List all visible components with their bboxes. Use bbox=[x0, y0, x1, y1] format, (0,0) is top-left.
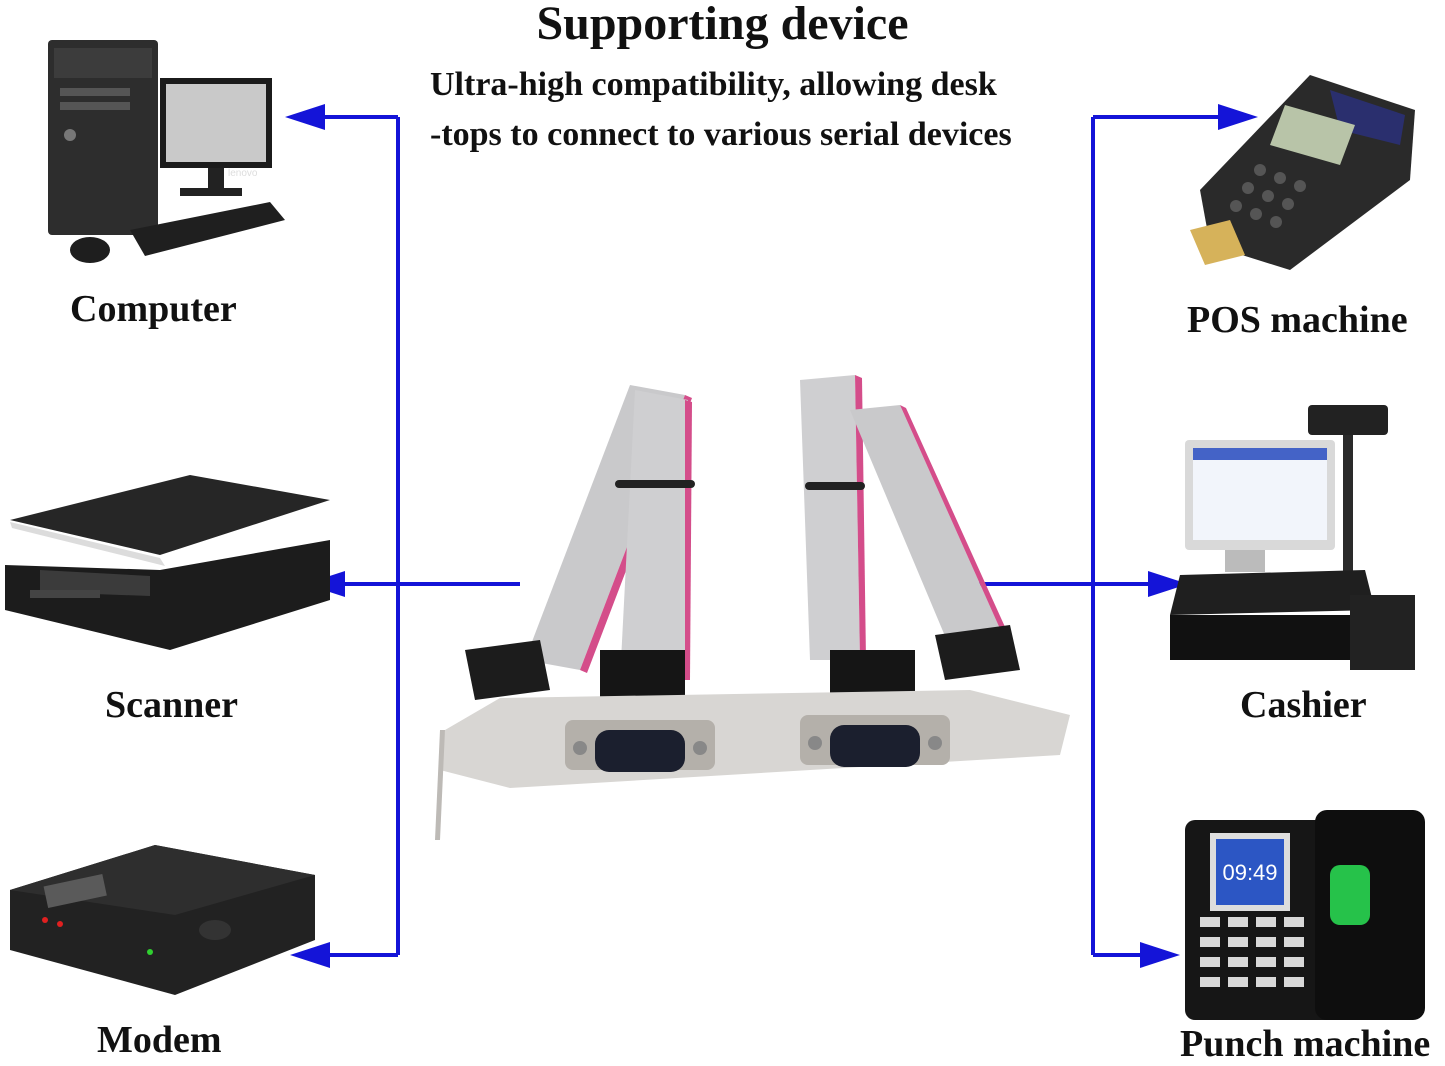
diagram-title: Supporting device bbox=[536, 0, 909, 50]
arrowhead-computer bbox=[285, 104, 325, 130]
pos-machine-icon bbox=[1190, 75, 1415, 270]
arrowhead-pos bbox=[1218, 104, 1258, 130]
modem-icon bbox=[10, 845, 315, 995]
computer-label: Computer bbox=[70, 288, 237, 330]
punch-machine-label: Punch machine bbox=[1180, 1023, 1431, 1065]
db9-port-left bbox=[565, 720, 715, 772]
ribbon-cable-right bbox=[800, 375, 1020, 680]
arrowhead-modem bbox=[290, 942, 330, 968]
pos-machine-label: POS machine bbox=[1187, 299, 1408, 341]
computer-icon: lenovo bbox=[48, 40, 285, 263]
ribbon-cable-left bbox=[465, 385, 695, 700]
scanner-label: Scanner bbox=[105, 684, 238, 726]
db9-port-right bbox=[800, 715, 950, 767]
arrowhead-punch bbox=[1140, 942, 1180, 968]
cashier-icon bbox=[1170, 405, 1415, 670]
computer-brand-label: lenovo bbox=[228, 168, 258, 179]
subtitle-line-2: -tops to connect to various serial devic… bbox=[430, 116, 1012, 153]
punch-machine-icon: 09:49 bbox=[1185, 810, 1425, 1020]
subtitle-line-1: Ultra-high compatibility, allowing desk bbox=[430, 66, 997, 103]
diagram-subtitle: Ultra-high compatibility, allowing desk … bbox=[430, 60, 1070, 160]
cashier-label: Cashier bbox=[1240, 684, 1367, 726]
clock-display: 09:49 bbox=[1222, 860, 1277, 885]
serial-port-bracket-icon bbox=[435, 375, 1070, 840]
arrowhead-cashier bbox=[1148, 571, 1188, 597]
modem-label: Modem bbox=[97, 1019, 222, 1061]
scanner-icon bbox=[5, 475, 330, 650]
